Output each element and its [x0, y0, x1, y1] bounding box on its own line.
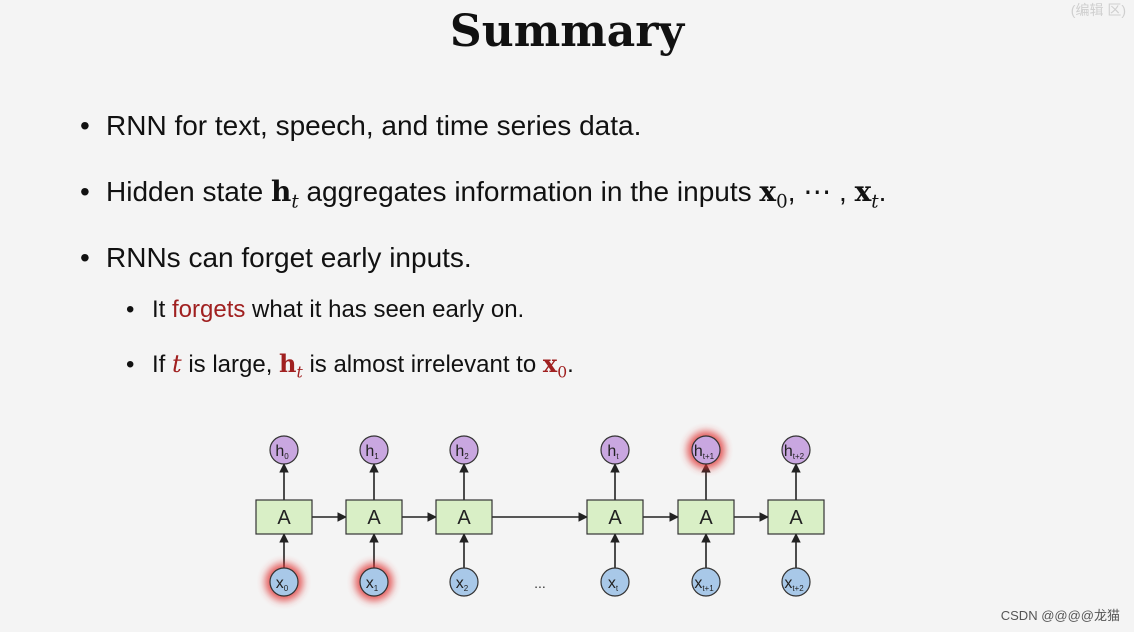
math-t: t — [172, 350, 182, 378]
rnn-cell — [435, 499, 493, 535]
input-node — [781, 567, 811, 597]
bullet-text: It — [152, 296, 173, 323]
bullet-text: is large, — [181, 351, 280, 378]
subbullet-irrelevant: •If t is large, ht is almost irrelevant … — [80, 346, 886, 400]
output-node-label: h1 — [365, 443, 379, 461]
bullet-list: • RNN for text, speech, and time series d… — [80, 104, 886, 400]
math-x: x — [854, 175, 872, 208]
math-h: h — [271, 175, 292, 208]
math-sub-t: t — [296, 363, 303, 382]
bullet-text: is almost irrelevant to — [302, 351, 543, 378]
slide-title: Summary — [449, 6, 685, 57]
input-node — [600, 567, 630, 597]
input-node-label: xt+1 — [694, 575, 714, 593]
highlight-text: forgets — [172, 296, 246, 323]
math-x: x — [759, 175, 777, 208]
ellipsis-label: ... — [534, 575, 546, 591]
input-node-label: x0 — [276, 575, 289, 593]
bullet-text: RNNs can forget early inputs. — [106, 242, 472, 273]
bullet-dot: • — [80, 110, 90, 141]
math-sub-0: 0 — [776, 191, 788, 213]
input-node — [449, 567, 479, 597]
output-node-label: ht+1 — [694, 443, 715, 461]
output-node — [691, 435, 721, 465]
rnn-cell-label: A — [277, 507, 291, 529]
math-sub-t: t — [871, 191, 879, 213]
math-sub-0: 0 — [557, 363, 568, 382]
bullet-dot: • — [126, 351, 135, 378]
bullet-hidden-state: •Hidden state ht aggregates information … — [80, 170, 886, 236]
bullet-dot: • — [80, 242, 90, 273]
rnn-cell — [586, 499, 644, 535]
rnn-cell — [255, 499, 313, 535]
bullet-text: If — [152, 351, 173, 378]
bullet-dot: • — [80, 176, 90, 207]
rnn-cell-label: A — [699, 507, 713, 529]
input-node-label: x2 — [456, 575, 469, 593]
output-node-label: ht — [607, 443, 619, 461]
bullet-text: . — [567, 351, 574, 378]
watermark: CSDN @@@@龙猫 — [1000, 608, 1120, 623]
rnn-cell — [677, 499, 735, 535]
output-node — [781, 435, 811, 465]
rnn-cell — [767, 499, 825, 535]
output-node-label: h0 — [275, 443, 289, 461]
input-node — [359, 567, 389, 597]
bullet-dot: • — [126, 296, 135, 323]
corner-overlay-text: (编辑 区) — [1070, 2, 1126, 18]
rnn-unrolled-diagram: Ah0 x0 Ah1 x1 Ah2 x2 Aht xt Aht+1 xt+1 Aht+2 xt+2..… — [255, 431, 825, 601]
output-node-label: ht+2 — [784, 443, 805, 461]
bullet-rnn-uses: • RNN for text, speech, and time series d… — [80, 104, 886, 170]
bullet-text: what it has seen early on. — [245, 296, 525, 323]
rnn-cell-label: A — [367, 507, 381, 529]
bullet-forget: • RNNs can forget early inputs. — [80, 236, 886, 292]
rnn-cell — [345, 499, 403, 535]
bullet-text: . — [878, 176, 887, 207]
math-h: h — [279, 349, 297, 378]
bullet-text: RNN for text, speech, and time series da… — [106, 110, 642, 141]
math-dots: , ⋯ , — [787, 176, 855, 207]
input-node-label: x1 — [366, 575, 379, 593]
output-node — [269, 435, 299, 465]
math-sub-t: t — [291, 191, 299, 213]
input-node — [269, 567, 299, 597]
input-node-label: xt — [608, 575, 619, 593]
output-node — [449, 435, 479, 465]
rnn-cell-label: A — [608, 507, 622, 529]
bullet-text: Hidden state — [106, 176, 271, 207]
input-node-label: xt+2 — [784, 575, 804, 593]
input-node — [691, 567, 721, 597]
rnn-cell-label: A — [457, 507, 471, 529]
output-node — [600, 435, 630, 465]
output-node-label: h2 — [455, 443, 469, 461]
bullet-text: aggregates information in the inputs — [298, 176, 760, 207]
rnn-cell-label: A — [789, 507, 803, 529]
output-node — [359, 435, 389, 465]
math-x: x — [542, 349, 558, 378]
subbullet-forgets: • It forgets what it has seen early on. — [80, 292, 886, 346]
